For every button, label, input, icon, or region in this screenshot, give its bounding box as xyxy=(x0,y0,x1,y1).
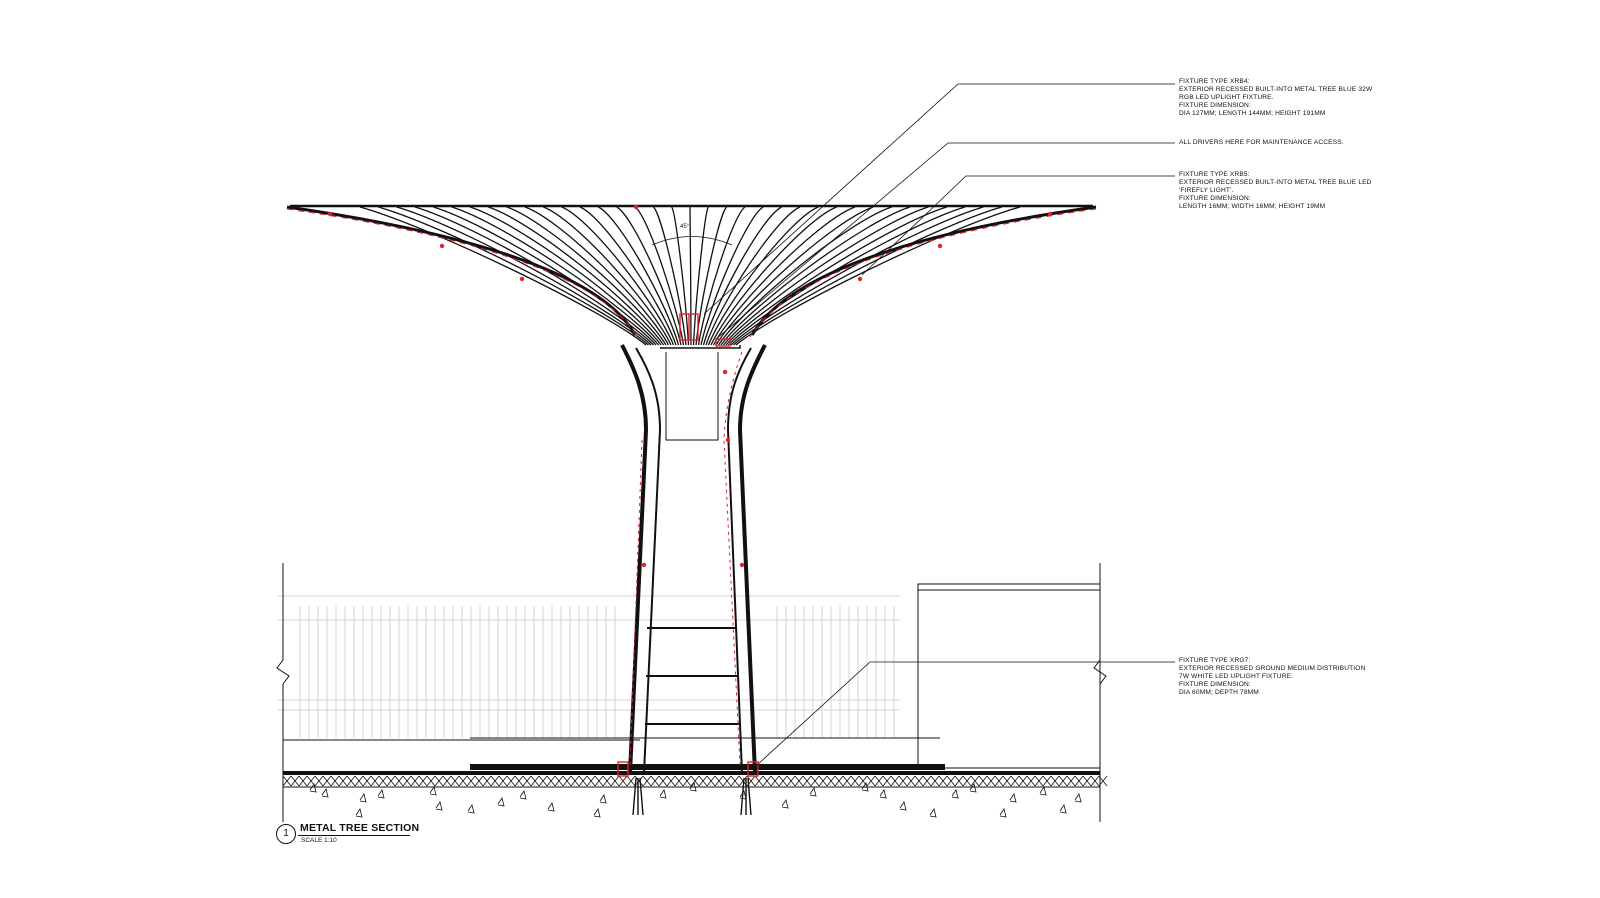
wall-outline xyxy=(276,563,1107,822)
trunk-footings xyxy=(632,777,752,816)
angle-dimension xyxy=(651,236,733,246)
firefly-lights xyxy=(327,204,1053,568)
callout-drivers: ALL DRIVERS HERE FOR MAINTENANCE ACCESS. xyxy=(1179,139,1344,146)
drawing-title-block: 1 METAL TREE SECTION SCALE 1:10 xyxy=(276,822,426,852)
gravel-hatch xyxy=(282,775,1108,787)
background-fence xyxy=(278,595,900,711)
callout-xrg7: FIXTURE TYPE XRG7: EXTERIOR RECESSED GRO… xyxy=(1179,657,1366,696)
fence-pickets xyxy=(299,606,895,738)
canopy-ribs xyxy=(359,206,1021,346)
drawing-scale: SCALE 1:10 xyxy=(301,837,337,844)
led-fixtures xyxy=(286,208,1097,777)
tree-trunk xyxy=(620,344,767,775)
callout-leaders xyxy=(703,83,1175,766)
callout-xrb5: FIXTURE TYPE XRB5: EXTERIOR RECESSED BUI… xyxy=(1179,171,1372,210)
detail-number: 1 xyxy=(276,824,296,844)
callout-xrb4: FIXTURE TYPE XRB4: EXTERIOR RECESSED BUI… xyxy=(1179,78,1373,117)
drawing-title: METAL TREE SECTION xyxy=(300,822,420,834)
concrete-aggregate xyxy=(309,782,1082,818)
angle-label: 45° xyxy=(680,224,690,230)
title-underline xyxy=(298,835,410,836)
